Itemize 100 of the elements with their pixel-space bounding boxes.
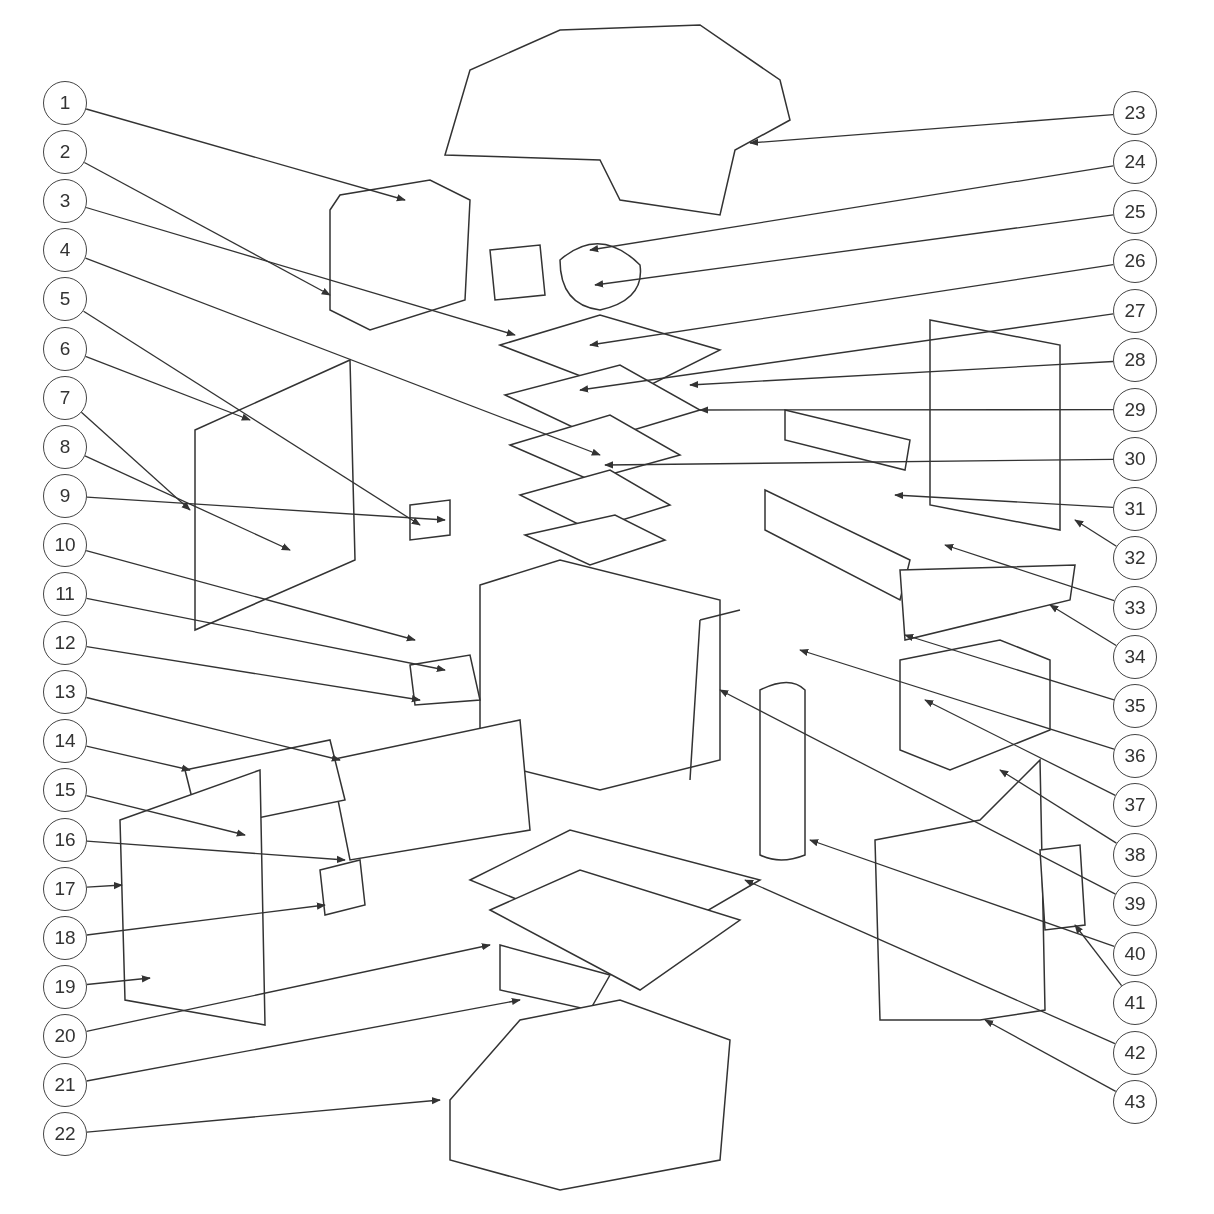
callout-circle xyxy=(43,473,87,518)
leader-line xyxy=(80,411,191,511)
callout-circle xyxy=(1113,783,1157,828)
callout-circle xyxy=(43,719,87,764)
callout-circle xyxy=(1113,91,1157,135)
callout-circle xyxy=(1113,288,1157,333)
callout-number: 37 xyxy=(1124,794,1146,817)
callout-circle xyxy=(43,1013,87,1058)
callout-number: 10 xyxy=(54,533,76,556)
callout-number: 24 xyxy=(1124,151,1146,174)
callout-number: 12 xyxy=(54,632,76,655)
callout-number: 40 xyxy=(1124,942,1146,965)
callout-number: 7 xyxy=(59,386,71,409)
callout-circle xyxy=(1113,634,1157,679)
callout-circle xyxy=(1113,387,1157,432)
callout-number: 17 xyxy=(54,877,76,900)
callout-number: 18 xyxy=(54,926,76,949)
leader-line xyxy=(799,649,1115,750)
leader-line xyxy=(809,839,1115,948)
leader-line xyxy=(689,360,1114,389)
callout-circle xyxy=(43,572,87,616)
leader-line xyxy=(904,633,1115,701)
leader-line xyxy=(86,496,446,524)
callout-number: 35 xyxy=(1124,695,1146,718)
callout-number: 25 xyxy=(1124,200,1146,223)
leader-line xyxy=(1074,519,1118,547)
callout-number: 27 xyxy=(1124,299,1146,322)
callout-circle xyxy=(1113,1080,1157,1124)
callout-number: 9 xyxy=(59,484,71,507)
callout-circle xyxy=(1113,1030,1157,1075)
callout-circle xyxy=(1113,832,1157,877)
leader-line xyxy=(86,840,346,864)
callout-number: 19 xyxy=(54,975,76,998)
callout-number: 6 xyxy=(59,337,71,360)
callout-circle xyxy=(43,424,87,469)
leader-line xyxy=(579,313,1114,393)
callout-circle xyxy=(1113,536,1157,581)
callout-circle xyxy=(1113,486,1157,531)
leader-line xyxy=(589,165,1114,253)
leader-line xyxy=(924,699,1116,797)
leader-line xyxy=(749,114,1114,146)
callout-circle xyxy=(1113,437,1157,482)
callout-circle xyxy=(1113,733,1157,778)
callout-circle xyxy=(43,964,87,1009)
callout-number: 2 xyxy=(59,141,71,164)
callout-circle xyxy=(43,768,87,813)
callout-circle xyxy=(43,866,87,911)
callout-number: 26 xyxy=(1124,250,1146,273)
callout-circle xyxy=(1113,684,1157,729)
callout-number: 20 xyxy=(54,1024,76,1047)
leader-line xyxy=(85,550,416,642)
callout-number: 22 xyxy=(54,1123,76,1146)
callout-circle xyxy=(1113,338,1157,383)
callout-circle xyxy=(1113,140,1157,185)
callout-number: 5 xyxy=(59,288,71,311)
callout-number: 30 xyxy=(1124,448,1146,471)
callout-circle xyxy=(1113,931,1157,976)
leader-line xyxy=(86,975,151,986)
callout-number: 41 xyxy=(1124,992,1146,1015)
leader-line xyxy=(86,902,326,936)
callout-circle xyxy=(1113,239,1157,284)
leader-line xyxy=(85,696,341,762)
leader-line xyxy=(85,943,491,1032)
callout-circle xyxy=(1113,882,1157,927)
leader-line xyxy=(604,458,1114,469)
leader-line xyxy=(594,214,1114,288)
callout-number: 21 xyxy=(54,1074,76,1096)
leader-line xyxy=(85,795,246,837)
callout-circle xyxy=(43,228,87,273)
callout-circle xyxy=(43,277,87,322)
callout-number: 31 xyxy=(1124,497,1146,520)
callout-number: 42 xyxy=(1124,1041,1146,1064)
callout-circle xyxy=(43,915,87,960)
callout-number: 32 xyxy=(1124,547,1146,570)
callout-number: 8 xyxy=(59,435,71,458)
callout-number: 28 xyxy=(1124,349,1146,372)
callout-number: 11 xyxy=(55,583,75,605)
callout-circle xyxy=(43,670,87,715)
callout-number: 3 xyxy=(59,190,71,213)
callout-circle xyxy=(43,1063,87,1107)
callout-circle xyxy=(1113,981,1157,1026)
leader-line xyxy=(719,689,1117,895)
callout-circle xyxy=(43,817,87,862)
leader-line xyxy=(1074,924,1123,987)
callout-circle xyxy=(43,522,87,567)
leader-line xyxy=(699,406,1114,414)
callout-circle xyxy=(43,621,87,666)
leader-line xyxy=(85,997,521,1082)
leader-line xyxy=(894,491,1114,509)
callout-number: 15 xyxy=(54,779,76,802)
leader-line xyxy=(85,597,446,672)
callout-number: 43 xyxy=(1124,1091,1146,1113)
leader-line xyxy=(1049,604,1117,647)
callout-number: 38 xyxy=(1124,843,1146,866)
callout-circle xyxy=(43,81,87,125)
leader-line xyxy=(984,1019,1117,1093)
callout-circle xyxy=(1113,585,1157,630)
leader-line xyxy=(84,355,251,421)
callout-circle xyxy=(1113,189,1157,234)
callout-number: 39 xyxy=(1124,893,1146,916)
